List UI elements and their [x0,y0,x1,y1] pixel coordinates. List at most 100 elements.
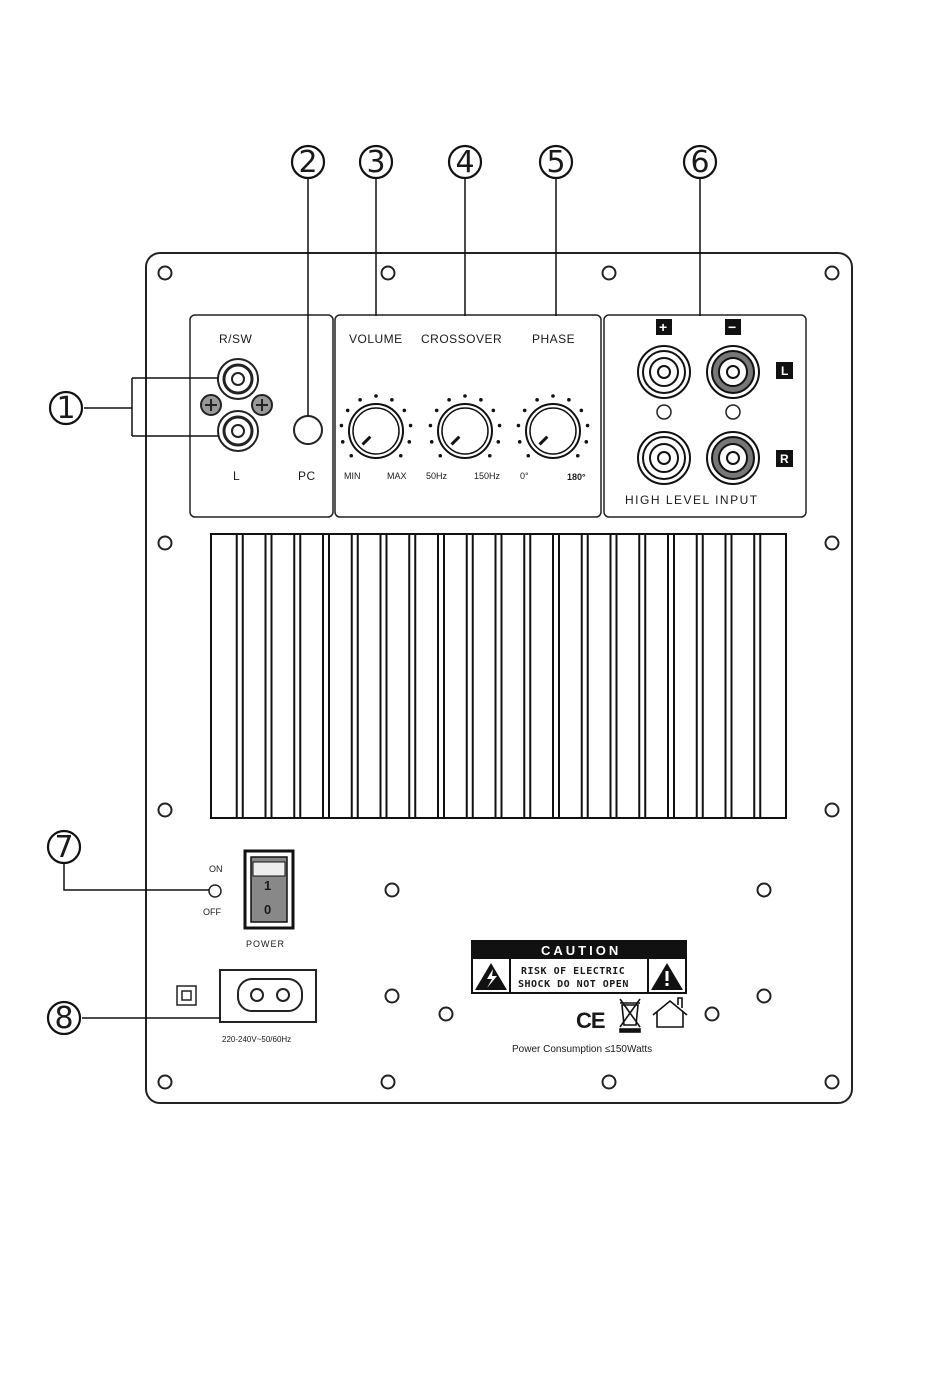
knob-tick [488,454,492,458]
callout-8: 8 [48,1001,80,1036]
right-badge: R [776,450,793,467]
svg-text:8: 8 [54,1001,73,1036]
power-consumption: Power Consumption ≤150Watts [512,1044,652,1055]
knob-tick [580,409,584,413]
svg-text:4: 4 [455,145,474,180]
binding-post-hole [727,452,739,464]
knob-tick [409,424,413,428]
ce-mark: CE [576,1008,605,1033]
callout-7: 7 [48,830,80,865]
svg-text:1: 1 [264,878,271,893]
knob-tick [403,409,407,413]
knob-tick [429,424,433,428]
terminal-led-left [657,405,671,419]
knob-tick [358,398,362,402]
mounting-hole [159,537,172,550]
power-label: POWER [246,939,285,949]
knob-tick [523,409,527,413]
knob-tick [479,398,483,402]
rca-l-label: L [233,469,240,483]
knob-tick [492,409,496,413]
left-badge: L [776,362,793,379]
mounting-hole [706,1008,719,1021]
knob-tick [346,409,350,413]
pc-label: PC [298,469,316,483]
mounting-hole [159,1076,172,1089]
binding-post-hole [658,366,670,378]
knob-cap [353,408,399,454]
svg-text:L: L [781,364,788,378]
crossover-min-label: 50Hz [426,471,448,481]
pc-led [294,416,322,444]
binding-post-hole [727,366,739,378]
svg-text:5: 5 [546,145,565,180]
svg-text:RISK OF ELECTRIC: RISK OF ELECTRIC [521,966,625,977]
rca-left-jack [218,411,258,451]
callout-6: 6 [684,145,716,180]
svg-text:7: 7 [54,830,73,865]
knob-tick [463,394,467,398]
mains-rating: 220-240V~50/60Hz [222,1035,291,1044]
svg-text:+: + [659,319,667,335]
rsw-label: R/SW [219,332,253,346]
knob-tick [586,424,590,428]
mounting-hole [440,1008,453,1021]
mounting-hole [159,804,172,817]
knob-tick [496,440,500,444]
mounting-hole [159,267,172,280]
svg-text:0: 0 [264,902,271,917]
mains-inlet[interactable] [220,970,316,1022]
knob-tick [526,454,530,458]
power-off-label: OFF [203,907,221,917]
minus-badge: − [725,319,741,335]
knob-cap [530,408,576,454]
crossover-max-label: 150Hz [474,471,501,481]
plus-screw-icon [252,395,272,415]
knob-tick [567,398,571,402]
mounting-hole [826,804,839,817]
volume-title: VOLUME [349,332,403,346]
mounting-hole [382,267,395,280]
knob-tick [435,409,439,413]
knob-tick [518,440,522,444]
mounting-hole [826,1076,839,1089]
svg-text:1: 1 [56,391,75,426]
high-level-input-label: HIGH LEVEL INPUT [625,493,759,507]
power-rocker-switch[interactable]: 1 0 [245,851,293,928]
mounting-hole [826,537,839,550]
mounting-hole [603,267,616,280]
svg-text:CAUTION: CAUTION [541,943,621,958]
knob-tick [535,398,539,402]
double-insulation-icon [177,986,196,1005]
knob-tick [430,440,434,444]
knob-tick [341,440,345,444]
binding-post-hole [658,452,670,464]
plus-badge: + [656,319,672,335]
knob-cap [442,408,488,454]
phase-title: PHASE [532,332,575,346]
mounting-hole [386,884,399,897]
callout-3: 3 [360,145,392,180]
volume-max-label: MAX [387,471,407,481]
svg-text:6: 6 [690,145,709,180]
knob-tick [576,454,580,458]
knob-tick [349,454,353,458]
svg-text:3: 3 [366,145,385,180]
knob-tick [447,398,451,402]
svg-text:SHOCK DO NOT OPEN: SHOCK DO NOT OPEN [518,979,629,990]
crossover-title: CROSSOVER [421,332,502,346]
rca-right-sub-jack [218,359,258,399]
mounting-hole [758,990,771,1003]
mounting-hole [382,1076,395,1089]
terminal-led-right [726,405,740,419]
phase-max-label: 180° [567,472,586,482]
power-led [209,885,221,897]
power-on-label: ON [209,864,223,874]
mounting-hole [386,990,399,1003]
knob-tick [390,398,394,402]
svg-text:R: R [780,452,789,466]
knob-tick [438,454,442,458]
knob-tick [399,454,403,458]
callout-1: 1 [50,391,82,426]
